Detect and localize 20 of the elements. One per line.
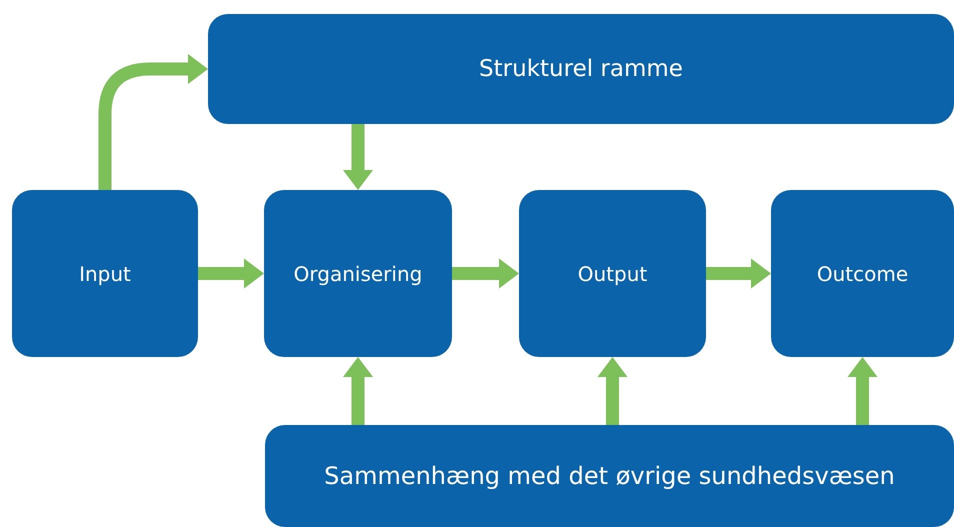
arrow (848, 357, 878, 425)
process-box (12, 190, 198, 357)
process-box (208, 14, 954, 124)
box-label: Sammenhæng med det øvrige sundhedsvæsen (324, 461, 895, 492)
process-box (264, 190, 452, 357)
box-label: Outcome (816, 260, 908, 288)
arrow (598, 357, 628, 425)
arrow (98, 54, 208, 190)
arrow (343, 357, 373, 425)
process-box (519, 190, 706, 357)
process-box (265, 425, 954, 527)
arrow (452, 258, 519, 288)
box-label: Organisering (294, 260, 422, 288)
arrow (706, 258, 771, 288)
box-label: Strukturel ramme (479, 54, 683, 84)
box-label: Output (578, 260, 648, 288)
box-label: Input (79, 260, 131, 288)
arrow (198, 258, 264, 288)
process-box (771, 190, 954, 357)
arrow (343, 124, 373, 190)
